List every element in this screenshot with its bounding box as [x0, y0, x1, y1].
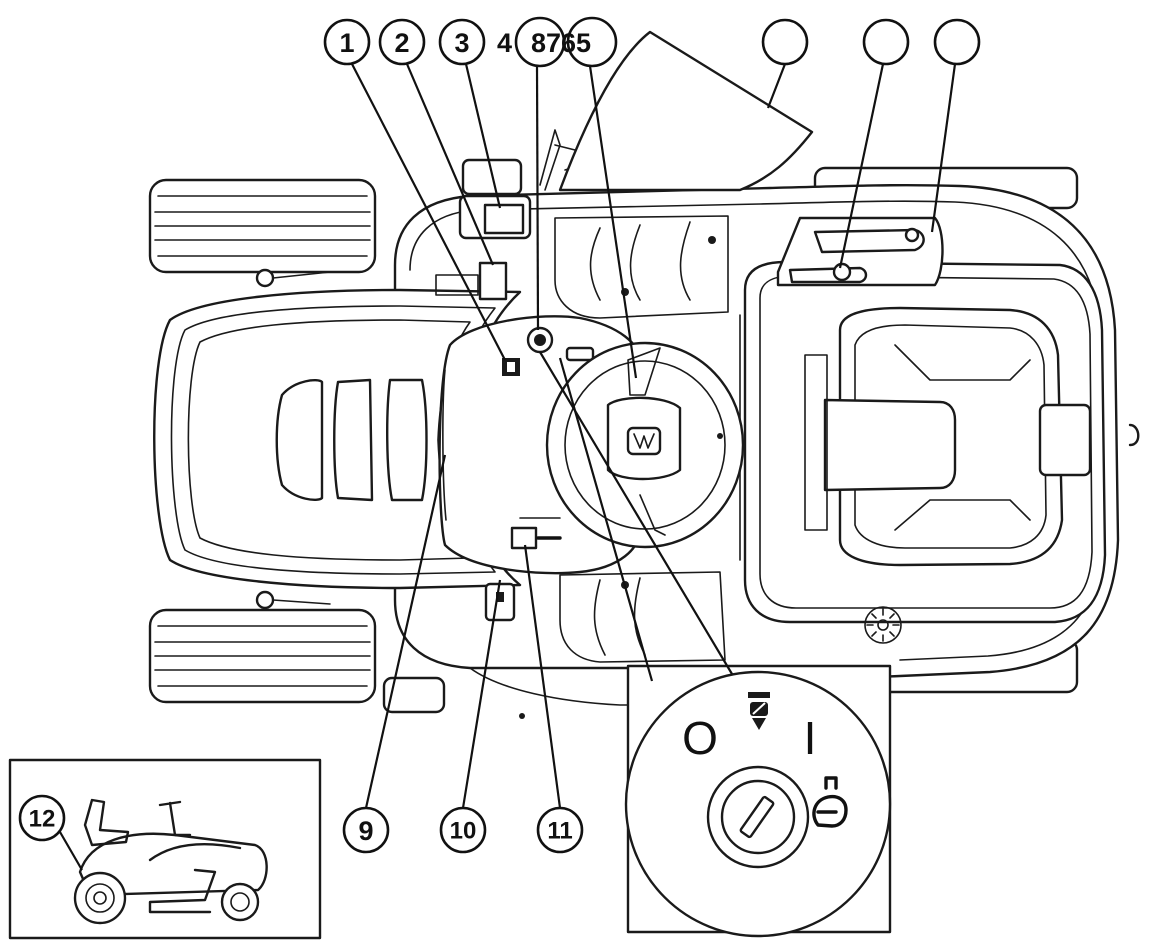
key-cylinder[interactable]	[706, 765, 810, 869]
callout-3: 3	[438, 18, 502, 209]
callout-10: 10	[439, 579, 502, 854]
callout-4-label: 4	[497, 28, 512, 58]
choke-control[interactable]	[565, 346, 595, 362]
callout-blank-3	[930, 18, 981, 233]
fuel-gauge	[484, 582, 516, 622]
callout-blank-2	[838, 18, 910, 269]
callout-8765: 8765	[514, 16, 638, 379]
fan-vent-icon	[864, 606, 902, 644]
ignition-on-label: I	[804, 712, 817, 764]
ignition-off-label: O	[682, 712, 718, 764]
callout-1: 1	[323, 18, 506, 361]
callout-blank-1	[761, 18, 809, 109]
callout-3-label: 3	[454, 28, 469, 58]
callout-9: 9	[342, 454, 447, 854]
steering-wheel[interactable]	[545, 341, 745, 549]
front-left-tire	[148, 178, 377, 274]
seat	[804, 306, 1140, 567]
grass-chute	[558, 30, 814, 192]
engine-start-icon	[812, 776, 848, 828]
callout-12: 12	[18, 794, 66, 842]
throttle-lever[interactable]	[478, 261, 508, 301]
callout-2: 2	[378, 18, 495, 266]
callout-10-label: 10	[450, 818, 477, 845]
callout-11: 11	[523, 544, 584, 854]
callout-1-label: 1	[339, 28, 354, 58]
callout-9-label: 9	[358, 816, 373, 846]
callout-8765-label: 8765	[531, 28, 591, 58]
engage-blades-icon	[748, 692, 770, 730]
blade-switch[interactable]	[510, 526, 538, 550]
brand-logo-icon	[626, 426, 662, 456]
front-right-tire	[148, 608, 377, 704]
callout-2-label: 2	[394, 28, 409, 58]
cutting-height-lever[interactable]	[776, 216, 944, 287]
callout-12-label: 12	[29, 806, 56, 833]
side-view-inset	[8, 758, 322, 940]
mower-deck	[382, 667, 641, 719]
callout-11-label: 11	[547, 818, 572, 845]
ignition-inset: O I	[539, 351, 892, 938]
